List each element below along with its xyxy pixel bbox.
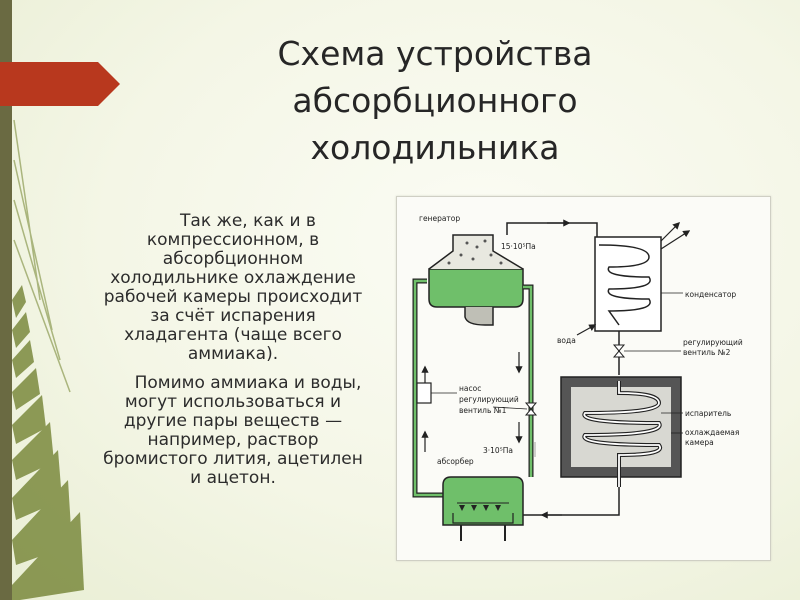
- valve-2: [612, 331, 681, 375]
- label-absorber: абсорбер: [437, 457, 474, 466]
- left-accent-bar: [0, 0, 12, 600]
- generator-vessel: [428, 234, 524, 326]
- label-condenser: конденсатор: [685, 290, 736, 299]
- label-pressure-low: 3·10⁵Па: [483, 446, 513, 455]
- condenser: [576, 221, 691, 336]
- refrigerator-diagram: генератор 15·10⁵Па конденсатор вода регу…: [396, 196, 771, 561]
- center-pipe: [492, 284, 538, 477]
- label-valve2-line1: регулирующий: [683, 338, 743, 347]
- label-valve1-line2: вентиль №1: [459, 406, 507, 415]
- decorative-arrows: [12, 119, 84, 600]
- label-valve2-line2: вентиль №2: [683, 348, 731, 357]
- label-valve1-line1: регулирующий: [459, 395, 519, 404]
- slide-title: Схема устройства абсорбционного холодиль…: [277, 34, 593, 167]
- label-generator: генератор: [419, 214, 460, 223]
- label-pump: насос: [459, 384, 481, 393]
- label-pressure-high: 15·10⁵Па: [501, 242, 536, 251]
- paragraph-1: Так же, как и в компрессионном, в абсорб…: [103, 211, 363, 364]
- absorber-vessel: [442, 476, 524, 541]
- body-text: Так же, как и в компрессионном, в абсорб…: [98, 212, 368, 488]
- label-chamber-line1: охлаждаемая: [685, 428, 739, 437]
- label-water: вода: [557, 336, 576, 345]
- label-evaporator: испаритель: [685, 409, 731, 418]
- cooled-chamber: [560, 376, 683, 487]
- vapor-line: [506, 219, 598, 237]
- label-chamber-line2: камера: [685, 438, 714, 447]
- return-pipe: [523, 442, 620, 519]
- paragraph-2: Помимо аммиака и воды, могут использоват…: [103, 373, 363, 488]
- pump: [416, 382, 457, 404]
- title-accent-tab: [0, 62, 120, 106]
